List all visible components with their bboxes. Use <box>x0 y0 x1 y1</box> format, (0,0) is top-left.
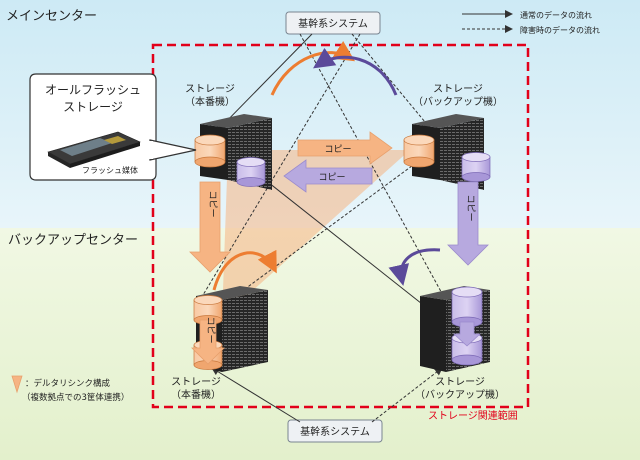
callout-media-label: フラッシュ媒体 <box>82 165 138 175</box>
copy-label-down-left: コピー <box>207 190 218 217</box>
copy-arrow-right: コピー <box>297 131 393 165</box>
curve-arrow-purple-top <box>313 47 398 96</box>
storage-backup-top-label-2: （バックアップ機） <box>413 95 503 108</box>
core-system-top-box <box>285 11 381 35</box>
copy-arrow-left: コピー <box>283 159 373 193</box>
copy-label-left: コピー <box>318 172 345 183</box>
core-system-bottom-label: 基幹系システム <box>300 425 370 438</box>
curve-arrow-purple-bottom <box>388 248 441 286</box>
flash-media-icon <box>47 131 141 168</box>
backup-center-title: バックアップセンター <box>8 233 138 248</box>
main-center-title: メインセンター <box>6 9 97 24</box>
callout-title-1: オールフラッシュ <box>45 83 141 97</box>
core-system-bottom: 基幹系システム <box>287 419 383 443</box>
all-flash-callout: オールフラッシュ ストレージ フラッシュ媒体 <box>29 73 197 181</box>
delta-note-line2: （複数拠点での3筐体連携） <box>22 392 129 403</box>
copy-arrow-down-right: コピー <box>447 181 489 266</box>
callout-pointer-mask <box>148 141 153 159</box>
flow-diag-backup-main <box>229 159 421 301</box>
delta-note-line1: ：デルタリシンク構成 <box>25 378 111 389</box>
copy-arrow-down-bottom-right <box>452 321 482 347</box>
storage-backup-bottom <box>420 286 490 372</box>
core-system-bottom-box <box>287 419 383 443</box>
curve-arrow-orange-top <box>270 41 356 96</box>
storage-main-top-label-1: ストレージ <box>185 84 235 95</box>
copy-label-down-right: コピー <box>465 194 476 221</box>
copy-arrow-down-left: コピー <box>189 181 231 273</box>
core-system-top-label: 基幹系システム <box>298 17 368 30</box>
flow-diag-main-backup <box>239 159 456 331</box>
flow-bottom-to-main <box>211 367 301 423</box>
delta-resync-triangle <box>222 150 410 318</box>
copy-label-down-bottom: コピー <box>205 316 216 343</box>
storage-main-bottom-label-1: ストレージ <box>171 377 221 388</box>
delta-note-triangle-icon <box>11 375 23 394</box>
flow-top-to-backup <box>351 33 431 129</box>
copy-arrow-down-bottom: コピー <box>191 316 225 365</box>
legend-failure-label: 障害時のデータの流れ <box>520 25 600 35</box>
callout-title-2: ストレージ <box>63 100 123 114</box>
storage-backup-bottom-label-1: ストレージ <box>435 377 485 388</box>
flow-top-cross-2 <box>199 33 361 301</box>
storage-range-label: ストレージ関連範囲 <box>428 409 518 422</box>
storage-backup-top-label-1: ストレージ <box>433 84 483 95</box>
storage-backup-bottom-label-2: （バックアップ機） <box>415 388 505 401</box>
flow-top-to-main <box>217 33 313 131</box>
storage-backup-top <box>403 114 491 190</box>
flow-top-cross <box>299 33 463 331</box>
legend-normal-label: 通常のデータの流れ <box>520 10 592 20</box>
core-system-top: 基幹系システム <box>285 11 381 35</box>
rack-main-top-roof <box>200 114 272 128</box>
storage-main-bottom-label-2: （本番機） <box>171 388 221 401</box>
delta-note: ：デルタリシンク構成 （複数拠点での3筐体連携） <box>11 375 129 403</box>
legend: 通常のデータの流れ 障害時のデータの流れ <box>462 10 600 35</box>
storage-main-top-label-2: （本番機） <box>185 95 235 108</box>
curve-arrow-orange-bottom <box>212 249 277 291</box>
copy-label-right: コピー <box>324 144 351 155</box>
storage-main-top <box>194 114 272 190</box>
